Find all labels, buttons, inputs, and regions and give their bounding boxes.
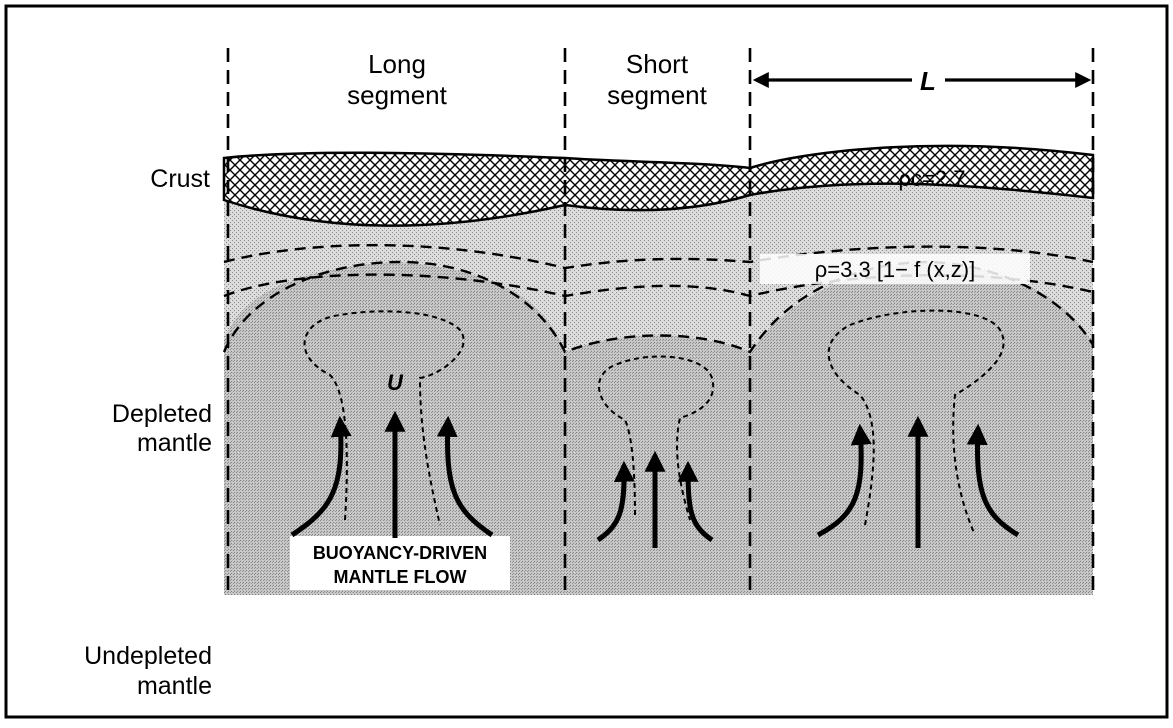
undepleted-mantle-label-line1: Undepleted	[84, 642, 212, 670]
long-segment-label-line1: Long	[368, 49, 426, 79]
depleted-mantle-label-line2: mantle	[137, 429, 212, 457]
crust-density-label: ρc=2.7	[899, 166, 966, 191]
inner-melt-zone-right	[750, 262, 1093, 595]
crust-label: Crust	[150, 165, 210, 193]
short-segment-label-line1: Short	[626, 49, 689, 79]
depleted-mantle-label-line1: Depleted	[112, 400, 212, 428]
short-segment-label-line2: segment	[607, 80, 707, 110]
flow-label-line2: MANTLE FLOW	[334, 567, 467, 587]
long-segment-label-line2: segment	[347, 80, 447, 110]
undepleted-mantle-label-line2: mantle	[137, 672, 212, 700]
length-label: L	[920, 66, 936, 96]
mantle-density-label: ρ=3.3 [1− f (x,z)]	[815, 257, 975, 282]
flow-label-line1: BUOYANCY-DRIVEN	[313, 543, 487, 563]
upwelling-velocity-label: U	[387, 370, 404, 395]
